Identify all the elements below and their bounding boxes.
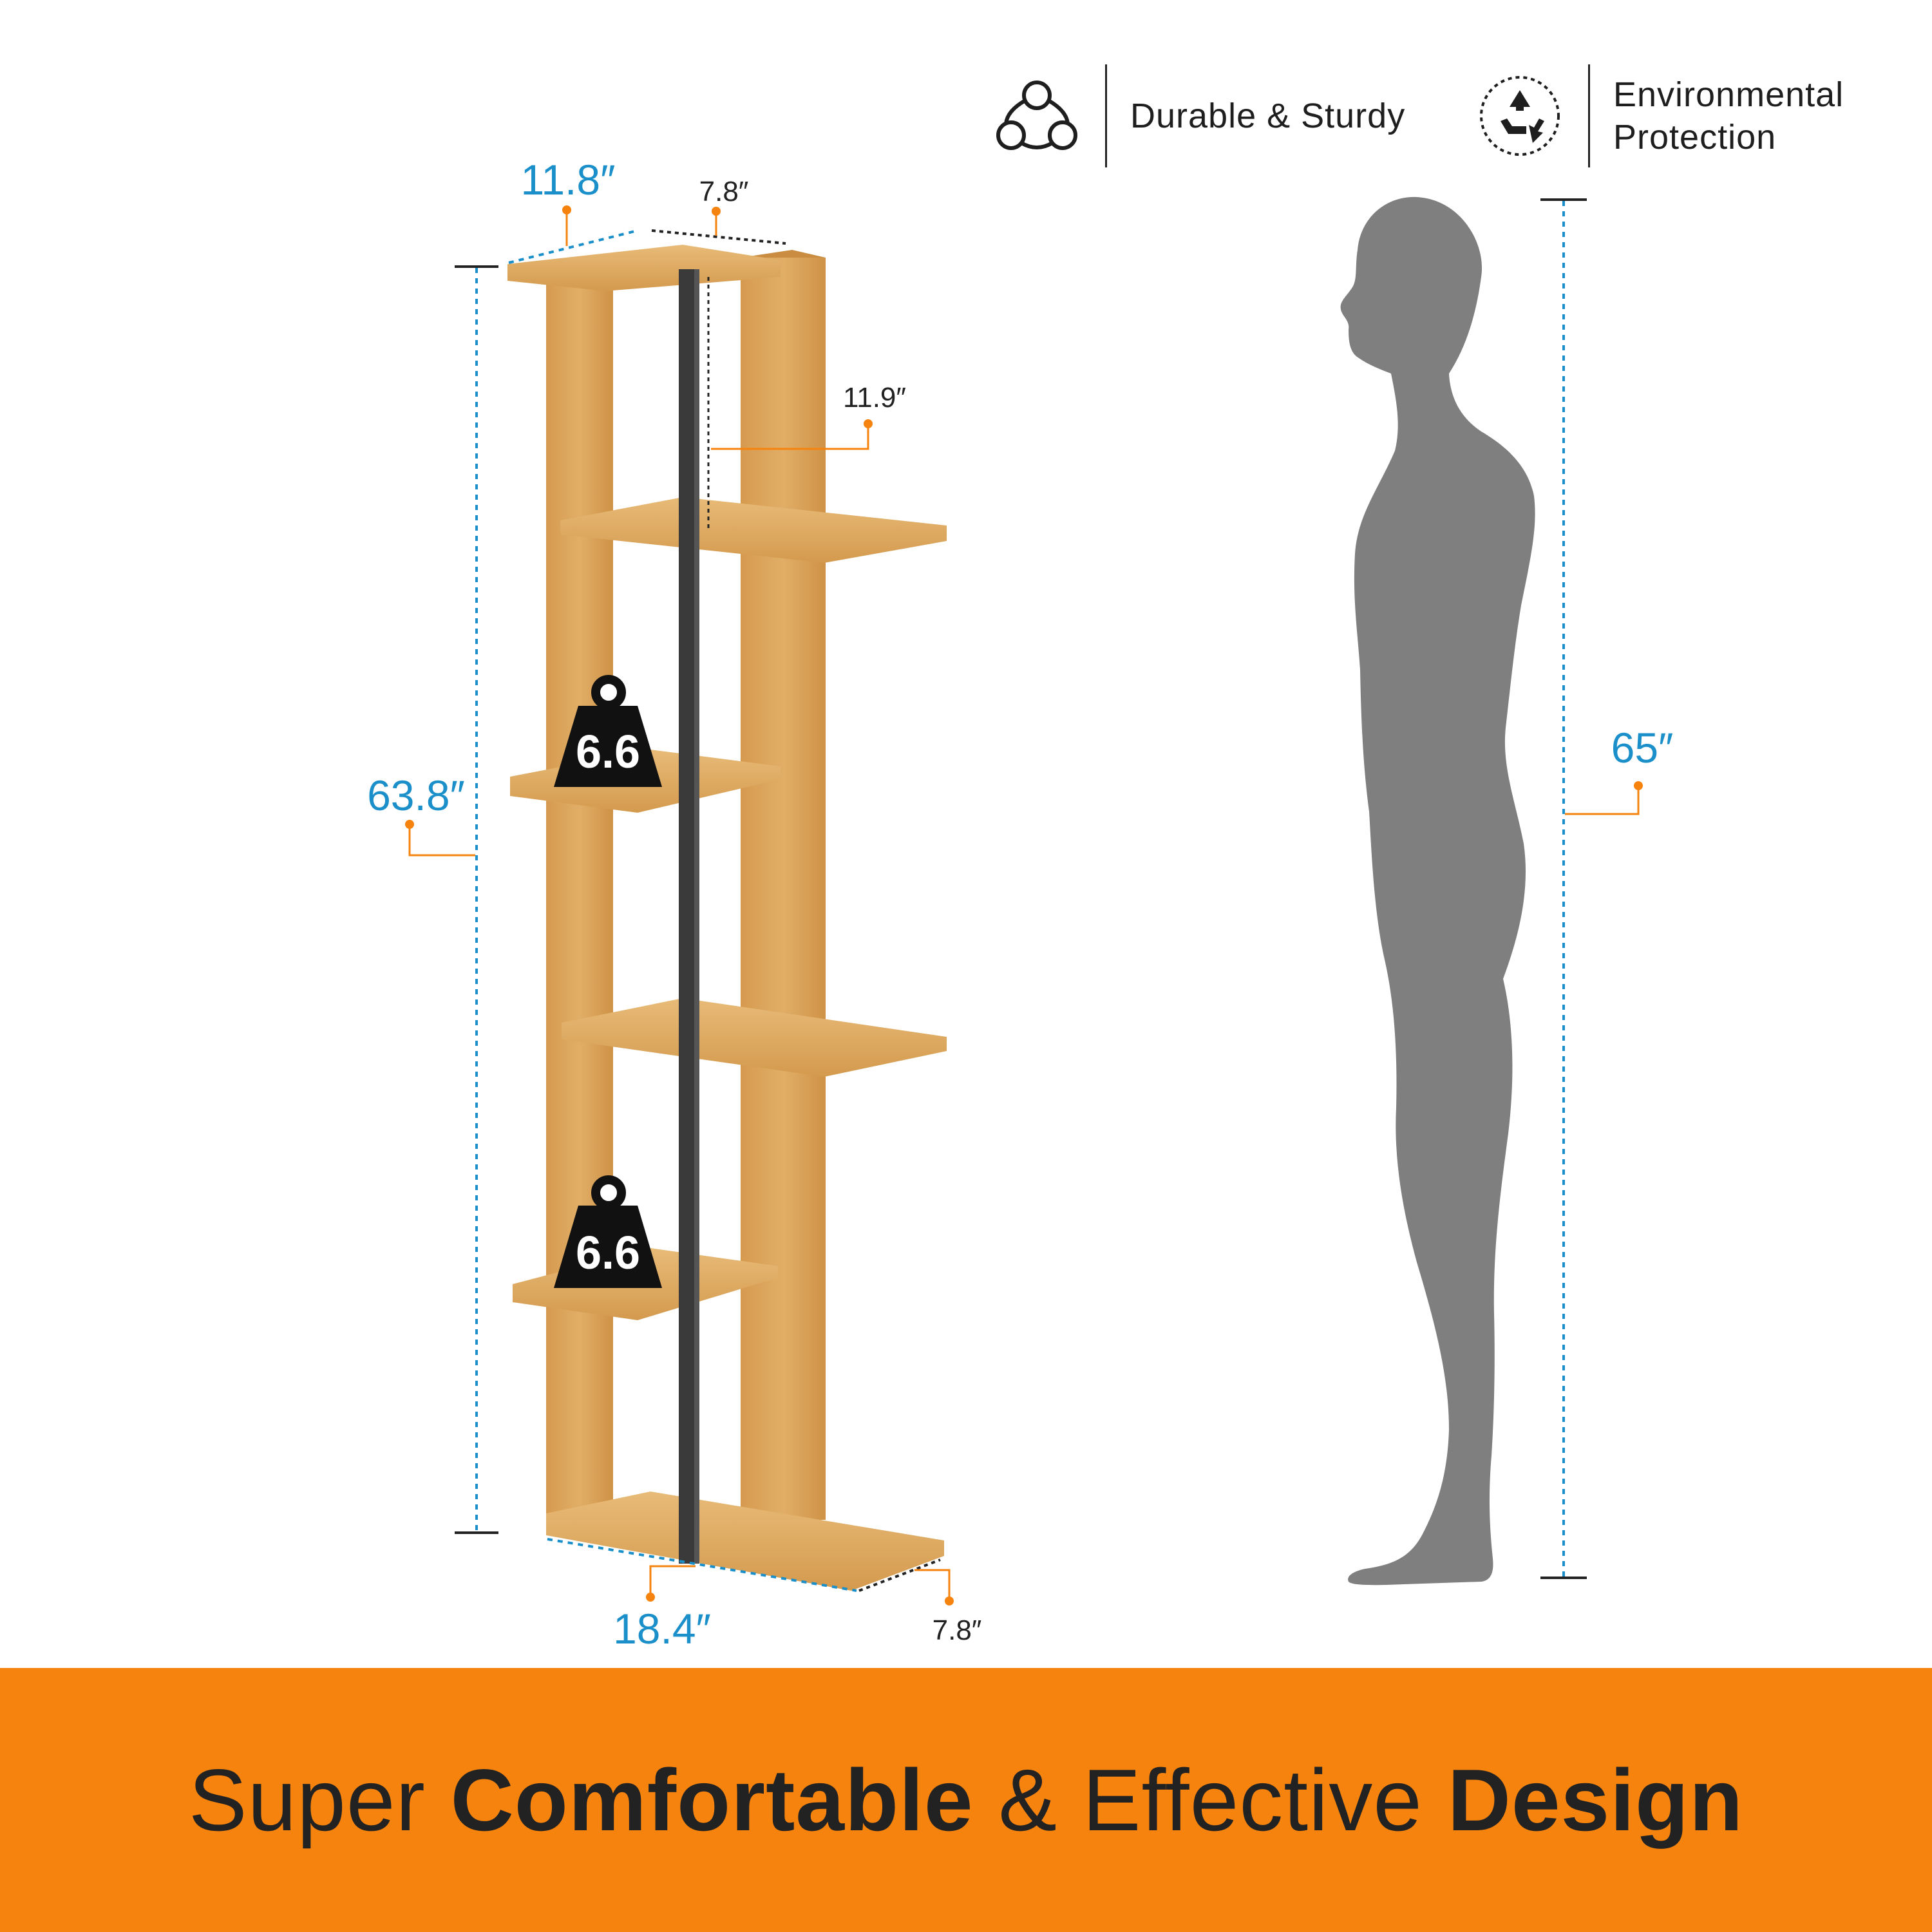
recycle-icon	[1480, 76, 1560, 156]
feature-label-environment: Environmental Protection	[1613, 73, 1844, 158]
footer-text-light-2: & Effective	[973, 1751, 1448, 1849]
shelf-2	[560, 497, 947, 563]
bookshelf-diagram: 6.6 6.6 11.8″ 7.8″ 11.9″ 63.8″ 18.4″ 7.8…	[367, 156, 1674, 1653]
dim-person-height: 65″	[1611, 724, 1674, 772]
left-upright	[546, 270, 613, 1520]
feature-strip: Durable & Sturdy Environmental Protectio…	[992, 58, 1906, 174]
right-upright	[741, 258, 826, 1520]
footer-headline: Super Comfortable & Effective Design	[189, 1750, 1743, 1850]
dim-top-width: 11.8″	[521, 156, 616, 204]
shelf-base	[546, 1492, 944, 1591]
dim-upright-gap: 11.9″	[843, 382, 906, 413]
shelf-top	[507, 245, 781, 291]
dim-height: 63.8″	[367, 772, 465, 819]
load-badge: 6.6	[554, 1175, 662, 1288]
dim-base-width: 18.4″	[613, 1605, 711, 1653]
load-badge-value: 6.6	[576, 726, 640, 778]
load-badge: 6.6	[554, 675, 662, 787]
feature-environment: Environmental Protection	[1475, 58, 1844, 174]
dim-base-depth: 7.8″	[933, 1615, 982, 1646]
shelf-4	[562, 998, 947, 1077]
feature-separator	[1588, 64, 1590, 167]
dim-top-depth: 7.8″	[699, 176, 749, 207]
footer-text-light-1: Super	[188, 1751, 451, 1849]
load-badge-value: 6.6	[576, 1227, 640, 1279]
footer-text-bold-2: Design	[1447, 1751, 1744, 1849]
feature-separator	[1105, 64, 1107, 167]
molecule-icon	[996, 80, 1077, 150]
footer-banner: Super Comfortable & Effective Design	[0, 1668, 1932, 1932]
feature-label-durable: Durable & Sturdy	[1130, 97, 1406, 135]
person-silhouette	[1340, 196, 1535, 1586]
feature-label-line2: Protection	[1613, 118, 1777, 156]
feature-durable: Durable & Sturdy	[992, 58, 1405, 174]
footer-text-bold-1: Comfortable	[450, 1751, 974, 1849]
feature-label-line1: Environmental	[1613, 75, 1844, 114]
